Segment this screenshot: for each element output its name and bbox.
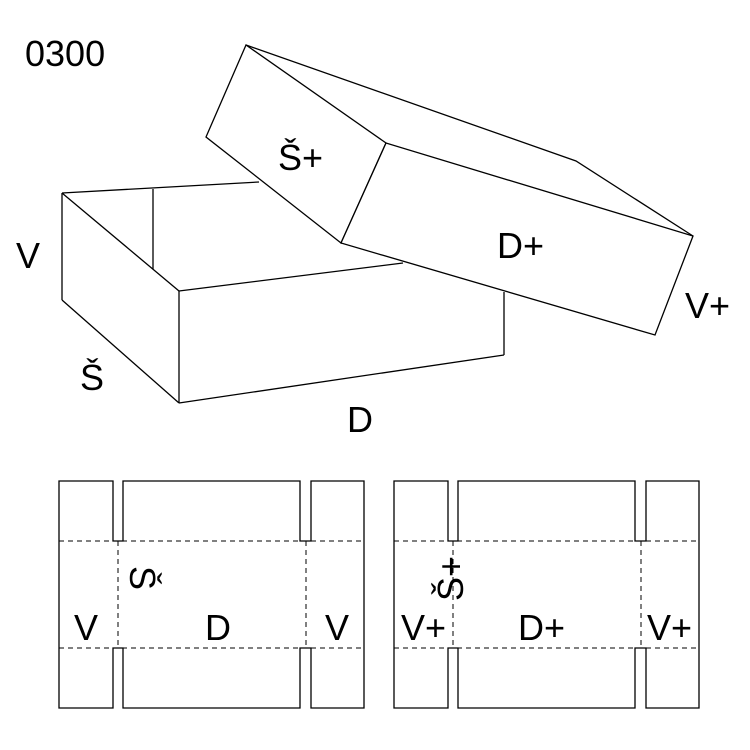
box-net: V Š D V xyxy=(58,480,365,709)
label-lid-width: Š+ xyxy=(278,137,323,178)
net-label-width: Š+ xyxy=(430,556,471,601)
net-label-width: Š xyxy=(122,566,163,590)
net-label-left: V xyxy=(74,607,98,648)
net-label-length: D+ xyxy=(518,607,565,648)
label-width: Š xyxy=(80,357,104,398)
net-label-right: V xyxy=(325,607,349,648)
net-label-length: D xyxy=(205,607,231,648)
label-lid-height: V+ xyxy=(685,285,730,326)
label-lid-length: D+ xyxy=(497,225,544,266)
net-label-right: V+ xyxy=(647,607,692,648)
box-3d xyxy=(61,181,505,404)
lid-net: V+ Š+ D+ V+ xyxy=(393,480,700,709)
label-length: D xyxy=(347,399,373,440)
label-height: V xyxy=(16,235,40,276)
model-code: 0300 xyxy=(25,33,105,74)
net-label-left: V+ xyxy=(401,607,446,648)
lid-3d xyxy=(205,44,694,336)
